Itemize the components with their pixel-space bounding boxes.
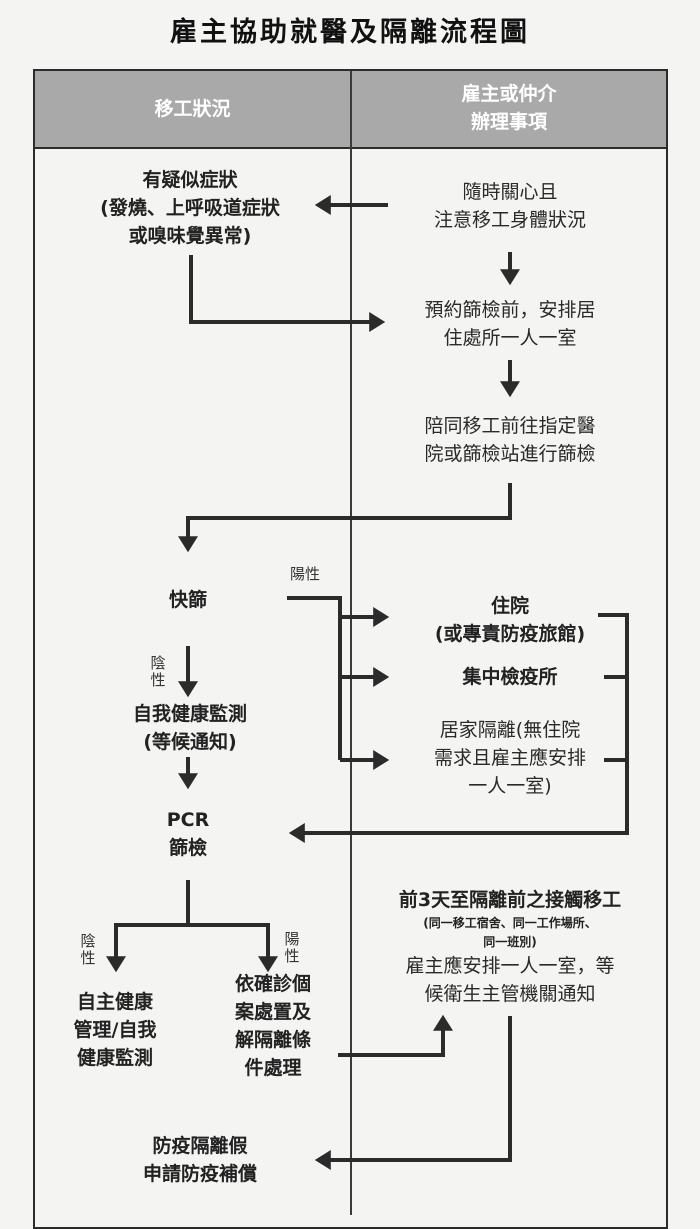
contacts-line1: 前3天至隔離前之接觸移工 xyxy=(398,889,622,911)
compensation-line1: 防疫隔離假 xyxy=(152,1135,248,1157)
neg1-char1: 陰 xyxy=(150,654,166,672)
confirmed-line1: 依確診個 xyxy=(234,973,311,995)
contacts-line3: 候衛生主管機關通知 xyxy=(424,983,596,1005)
node-hospital: 住院 (或專責防疫旅館) xyxy=(395,592,625,648)
symptoms-line1: 有疑似症狀 xyxy=(142,169,238,191)
accompany-line2: 院或篩檢站進行篩檢 xyxy=(424,443,596,465)
node-pcr: PCR 篩檢 xyxy=(138,806,238,862)
symptoms-line2: (發燒、上呼吸道症狀 xyxy=(100,197,280,219)
pos-char1: 陽 xyxy=(284,930,300,948)
label-pcr-positive: 陽 性 xyxy=(284,931,300,965)
column-divider xyxy=(350,71,352,1215)
node-contacts: 前3天至隔離前之接觸移工 (同一移工宿舍、同一工作場所、 同一班別) 雇主應安排… xyxy=(356,886,664,1008)
line-pcr-split xyxy=(106,880,190,973)
node-accompany: 陪同移工前往指定醫 院或篩檢站進行篩檢 xyxy=(380,412,640,468)
contacts-note2: 同一班別) xyxy=(483,935,537,949)
confirmed-line2: 案處置及 xyxy=(234,1001,311,1023)
confirmed-line3: 解隔離條 xyxy=(234,1029,311,1051)
node-compensation: 防疫隔離假 申請防疫補償 xyxy=(100,1132,300,1188)
node-home-isolation: 居家隔離(無住院 需求且雇主應安排 一人一室) xyxy=(392,716,628,800)
self-health-line2: 管理/自我 xyxy=(73,1019,157,1041)
node-rapid-test: 快篩 xyxy=(168,589,207,611)
care-line1: 隨時關心且 xyxy=(462,181,558,203)
node-quarantine-center: 集中檢疫所 xyxy=(462,666,558,688)
header-employer-tasks: 雇主或仲介 辦理事項 xyxy=(352,80,666,136)
header-employer-line1: 雇主或仲介 xyxy=(461,83,557,105)
arrow-pcr-positive xyxy=(188,923,278,973)
line-bracket-return xyxy=(288,613,629,843)
node-arrange-room: 預約篩檢前，安排居 住處所一人一室 xyxy=(380,296,640,352)
node-confirmed: 依確診個 案處置及 解隔離條 件處理 xyxy=(218,970,328,1082)
self-health-line3: 健康監測 xyxy=(76,1047,153,1069)
arrange-room-line1: 預約篩檢前，安排居 xyxy=(424,299,596,321)
arrow-accompany-to-rapid xyxy=(178,483,512,553)
arrow-contacts-to-compensation xyxy=(314,1016,512,1170)
node-symptoms: 有疑似症狀 (發燒、上呼吸道症狀 或嗅味覺異常) xyxy=(40,166,340,250)
arrow-confirmed-to-contacts xyxy=(338,1014,453,1057)
confirmed-line4: 件處理 xyxy=(244,1057,302,1079)
label-rapid-positive: 陽性 xyxy=(290,565,321,583)
home-isolation-line3: 一人一室) xyxy=(468,775,552,797)
header-employer-line2: 辦理事項 xyxy=(470,111,547,133)
page-title: 雇主協助就醫及隔離流程圖 xyxy=(170,17,530,48)
self-monitor-line1: 自我健康監測 xyxy=(132,703,247,725)
arrange-room-line2: 住處所一人一室 xyxy=(443,327,577,349)
neg2-char1: 陰 xyxy=(80,932,96,950)
node-care: 隨時關心且 注意移工身體狀況 xyxy=(380,178,640,234)
pos-char2: 性 xyxy=(284,947,300,965)
arrow-symptoms-to-room xyxy=(189,255,386,332)
home-isolation-line1: 居家隔離(無住院 xyxy=(439,719,581,741)
line-rapid-positive xyxy=(287,596,342,760)
contacts-note1: (同一移工宿舍、同一工作場所、 xyxy=(423,916,597,930)
self-health-line1: 自主健康 xyxy=(76,991,153,1013)
self-monitor-line2: (等候通知) xyxy=(143,731,237,753)
node-self-monitor: 自我健康監測 (等候通知) xyxy=(90,700,290,756)
accompany-line1: 陪同移工前往指定醫 xyxy=(424,415,596,437)
contacts-line2: 雇主應安排一人一室，等 xyxy=(405,955,615,977)
neg1-char2: 性 xyxy=(150,671,166,689)
header-worker-status: 移工狀況 xyxy=(154,98,231,120)
neg2-char2: 性 xyxy=(80,949,96,967)
hospital-line2: (或專責防疫旅館) xyxy=(434,623,586,645)
care-line2: 注意移工身體狀況 xyxy=(433,209,586,231)
label-pcr-negative: 陰 性 xyxy=(80,933,96,967)
label-rapid-negative: 陰 性 xyxy=(150,655,166,689)
compensation-line2: 申請防疫補償 xyxy=(142,1163,257,1185)
node-self-health: 自主健康 管理/自我 健康監測 xyxy=(55,988,175,1072)
home-isolation-line2: 需求且雇主應安排 xyxy=(433,747,586,769)
symptoms-line3: 或嗅味覺異常) xyxy=(128,225,252,247)
hospital-line1: 住院 xyxy=(490,595,529,617)
pcr-line2: 篩檢 xyxy=(168,837,207,859)
pcr-line1: PCR xyxy=(166,809,210,831)
